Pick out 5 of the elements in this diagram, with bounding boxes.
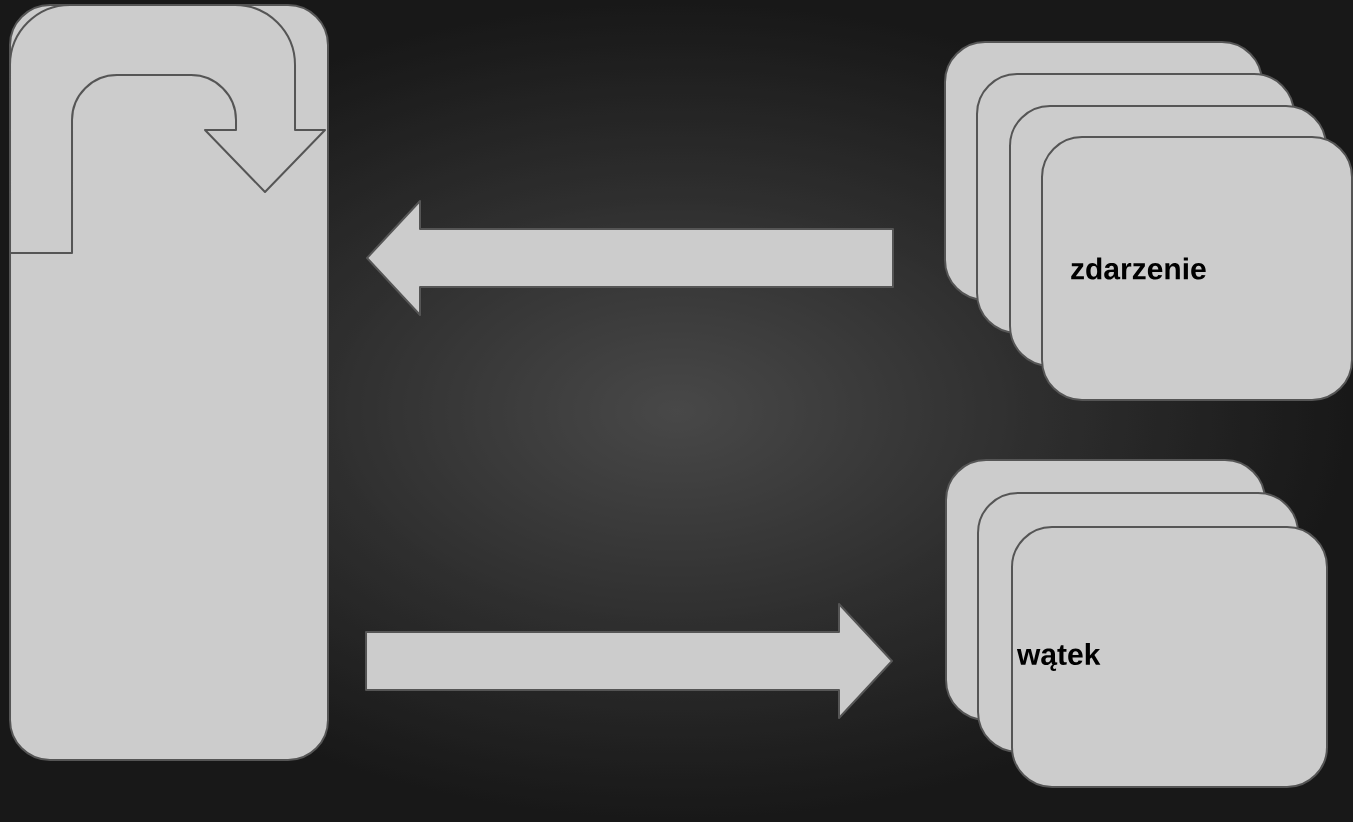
thread-card: wątek: [1011, 526, 1328, 788]
loop-arrow: [9, 4, 326, 254]
arrow: [366, 200, 894, 316]
arrow: [365, 603, 893, 719]
event-card: zdarzenie: [1041, 136, 1353, 401]
